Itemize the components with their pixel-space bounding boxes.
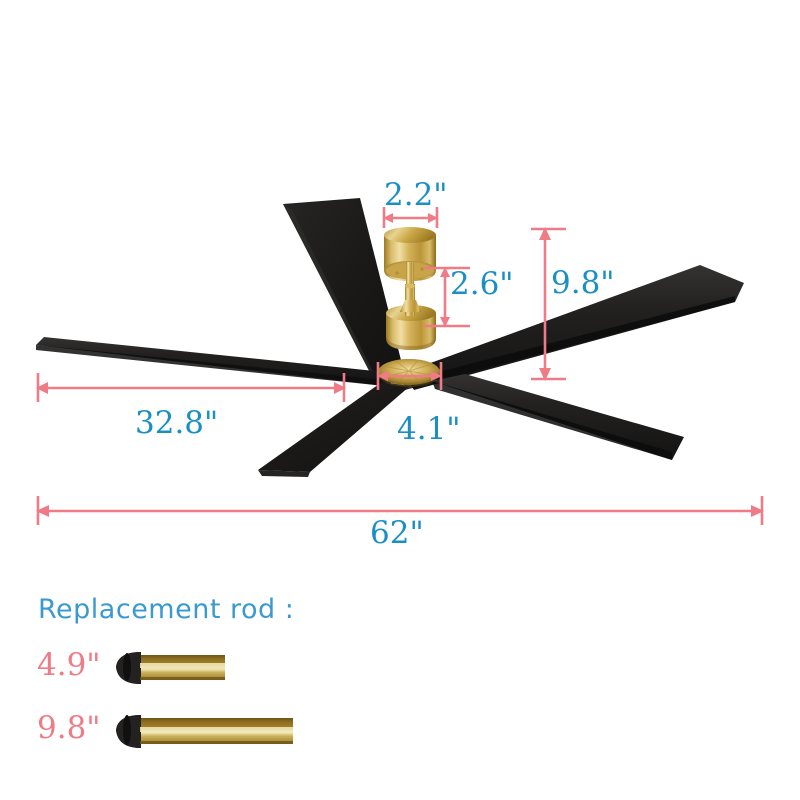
dimension-canopy-height xyxy=(424,266,470,328)
label-canopy-width: 2.2" xyxy=(384,177,448,213)
replacement-rod-short-graphic xyxy=(116,652,225,684)
label-hub-width: 4.1" xyxy=(397,411,461,447)
dimension-overall-height xyxy=(531,227,566,381)
label-replacement-rod-4-9: 4.9" xyxy=(37,647,101,683)
dimension-annotations xyxy=(36,207,764,525)
downrod xyxy=(400,284,421,316)
fan-blade-lower-left xyxy=(258,382,410,477)
fan-blade-lower-right xyxy=(432,374,684,460)
dimension-hub-width xyxy=(376,362,443,390)
dimension-canopy-width xyxy=(382,207,439,228)
label-overall-height: 9.8" xyxy=(551,265,615,301)
ceiling-canopy xyxy=(384,227,436,289)
label-blade-span: 62" xyxy=(370,515,424,551)
dimension-blade-length xyxy=(36,373,346,402)
dimension-blade-span xyxy=(36,496,764,525)
fan-blade-upper xyxy=(283,198,404,392)
label-canopy-height: 2.6" xyxy=(450,266,514,302)
fan-blade-right xyxy=(403,265,744,390)
replacement-rod-heading: Replacement rod : xyxy=(38,594,295,625)
label-replacement-rod-9-8: 9.8" xyxy=(37,710,101,746)
replacement-rod-long-graphic xyxy=(116,715,293,748)
label-blade-length: 32.8" xyxy=(135,405,219,441)
fan-blade-left xyxy=(36,337,385,386)
